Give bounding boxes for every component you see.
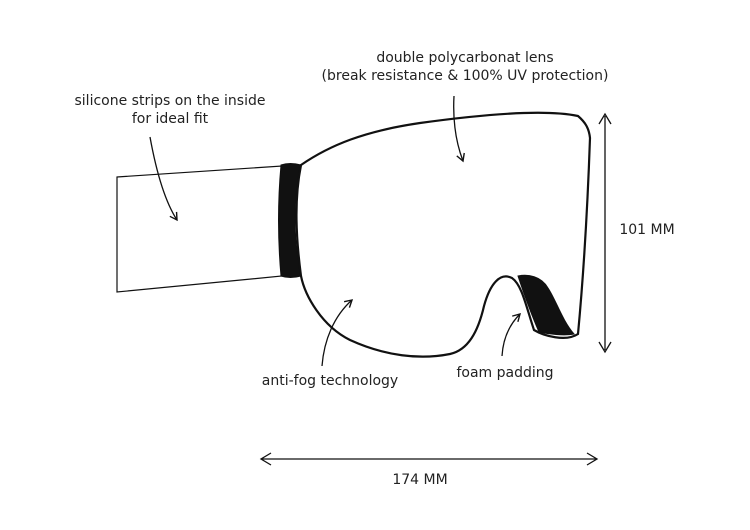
lens-label-line2: (break resistance & 100% UV protection)	[321, 68, 609, 84]
foam-arrow	[501, 313, 521, 357]
lens-outline	[295, 111, 592, 358]
height-dimension-arrow	[598, 112, 612, 354]
antifog-label: anti-fog technology	[261, 373, 399, 389]
foam-label: foam padding	[456, 365, 554, 381]
strap-label-line1: silicone strips on the inside	[74, 93, 266, 109]
height-dimension-label: 101 MM	[619, 222, 675, 238]
width-dimension-label: 174 MM	[392, 472, 448, 488]
lens-label-line1: double polycarbonat lens	[376, 50, 554, 66]
strap-label: silicone strips on the inside for ideal …	[55, 92, 285, 128]
strap-arrow	[149, 136, 178, 222]
antifog-arrow	[321, 299, 354, 367]
strap	[116, 165, 283, 293]
strap-label-line2: for ideal fit	[131, 111, 209, 127]
lens-label: double polycarbonat lens (break resistan…	[300, 49, 630, 85]
foam-padding	[517, 274, 575, 336]
lens-arrow	[453, 95, 465, 163]
width-dimension-arrow	[259, 452, 599, 466]
